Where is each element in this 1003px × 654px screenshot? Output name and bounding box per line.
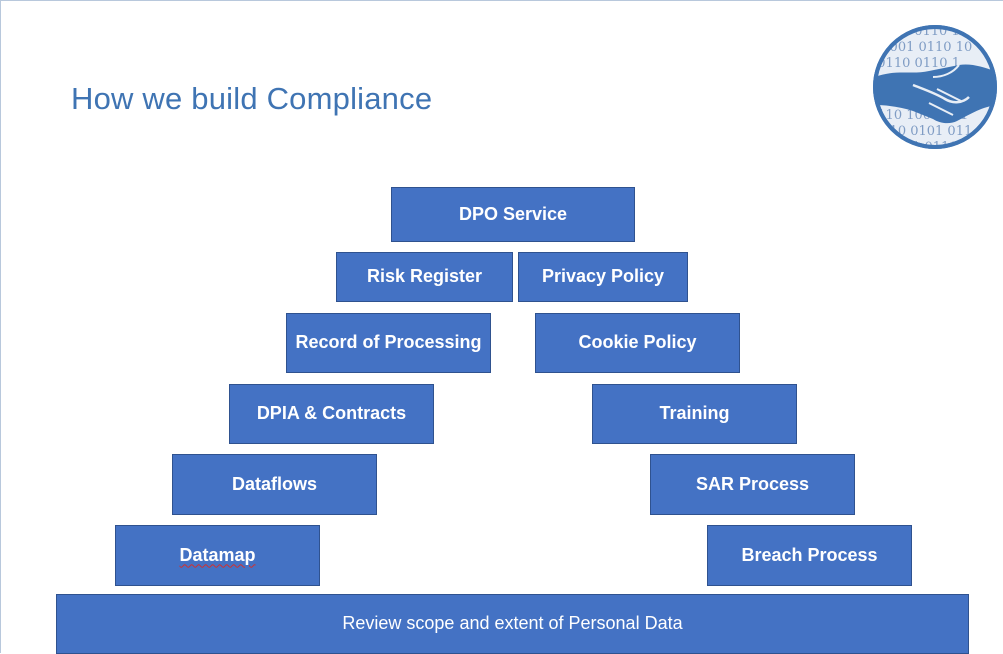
svg-text:10110 0110 1: 10110 0110 1	[873, 56, 960, 71]
datamap-label: Datamap	[179, 544, 256, 565]
box-dpia-contracts: DPIA & Contracts	[229, 384, 434, 444]
box-dpo-service: DPO Service	[391, 187, 635, 242]
slide-title: How we build Compliance	[71, 81, 433, 116]
box-cookie-policy: Cookie Policy	[535, 313, 740, 373]
box-record-of-processing: Record of Processing	[286, 313, 491, 373]
box-sar-process: SAR Process	[650, 454, 855, 515]
box-dataflows: Dataflows	[172, 454, 377, 515]
handshake-binary-icon: 1001 0110 1 01001 0110 10 10110 0110 1 0…	[873, 25, 997, 149]
box-datamap: Datamap	[115, 525, 320, 586]
svg-text:01001 0110 10: 01001 0110 10	[873, 40, 972, 55]
box-breach-process: Breach Process	[707, 525, 912, 586]
box-training: Training	[592, 384, 797, 444]
box-privacy-policy: Privacy Policy	[518, 252, 688, 302]
box-review-scope: Review scope and extent of Personal Data	[56, 594, 969, 654]
box-risk-register: Risk Register	[336, 252, 513, 302]
